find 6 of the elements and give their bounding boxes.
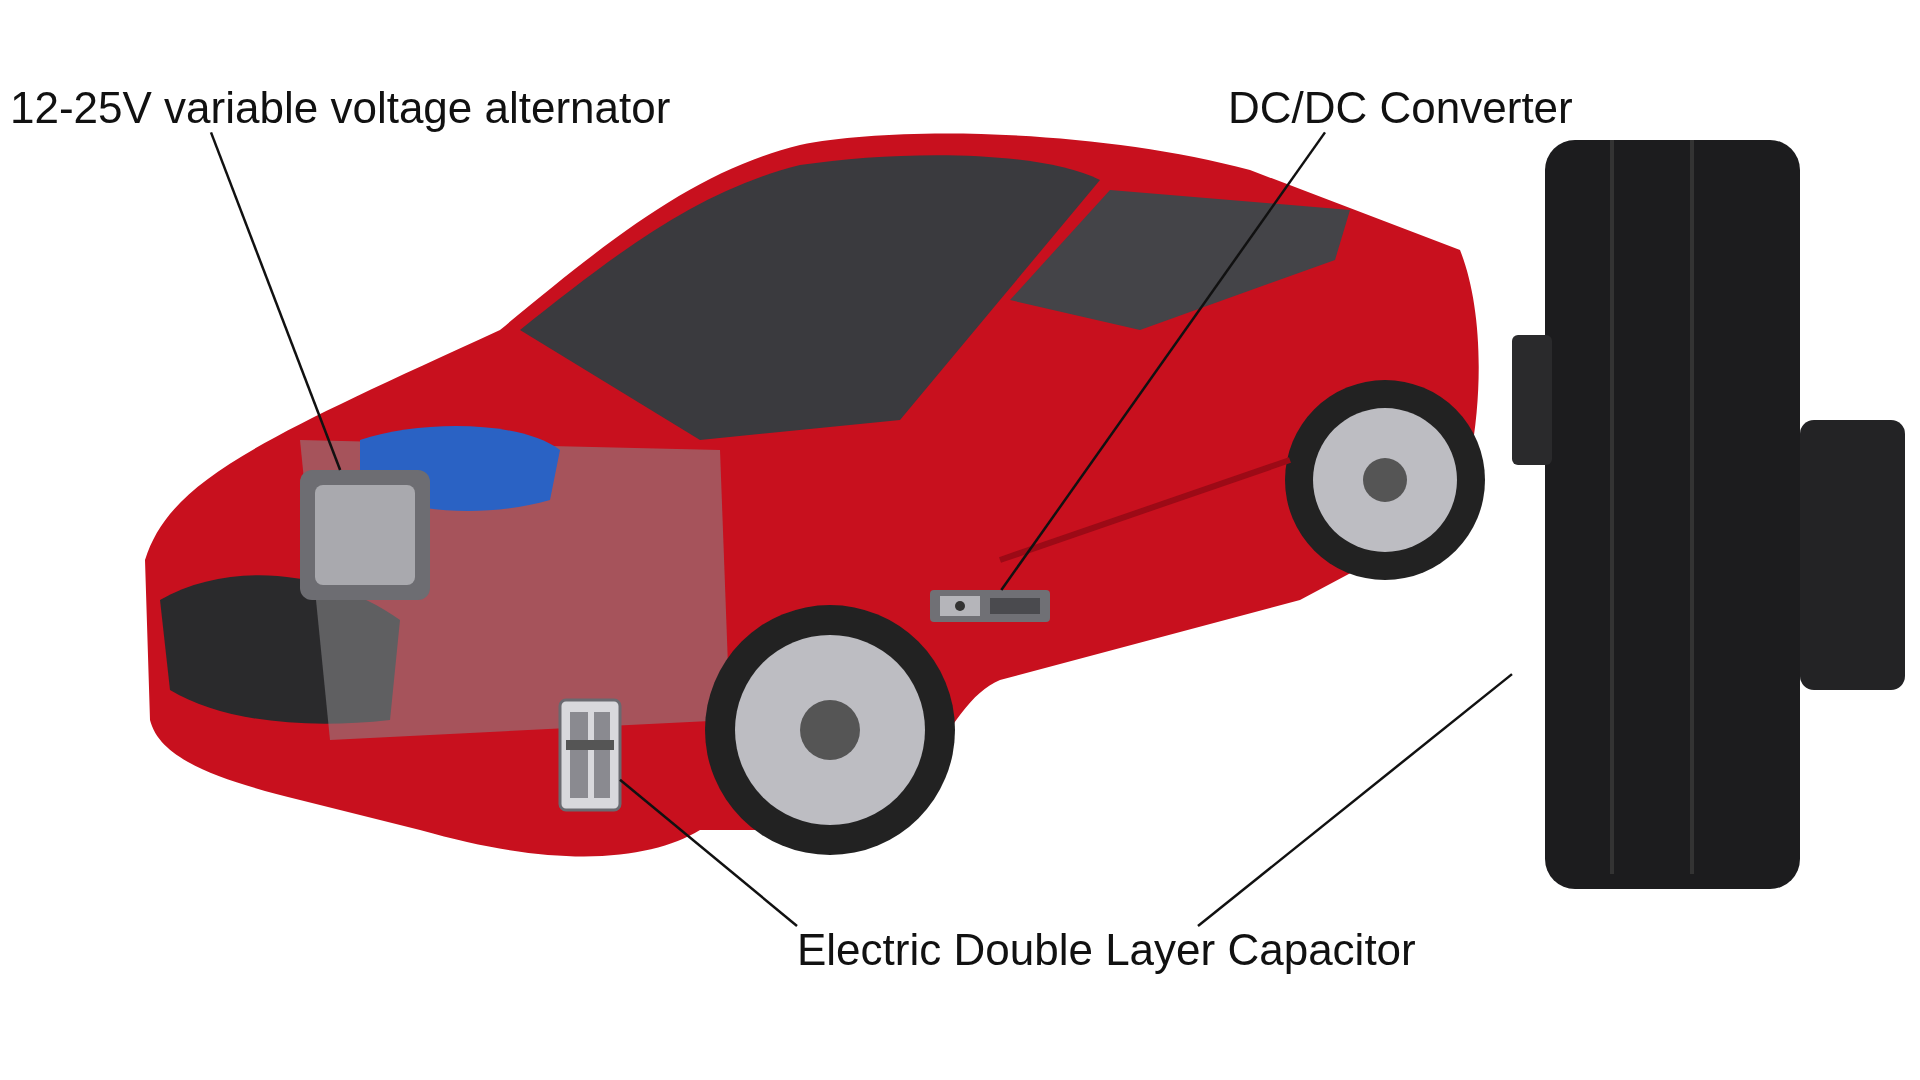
callout-label: Electric Double Layer Capacitor <box>797 925 1416 974</box>
callout-label: 12-25V variable voltage alternator <box>10 83 671 132</box>
leader-line <box>1197 673 1513 927</box>
callout-label: DC/DC Converter <box>1228 83 1573 132</box>
leader-line <box>209 131 342 471</box>
leader-line <box>1000 131 1327 591</box>
